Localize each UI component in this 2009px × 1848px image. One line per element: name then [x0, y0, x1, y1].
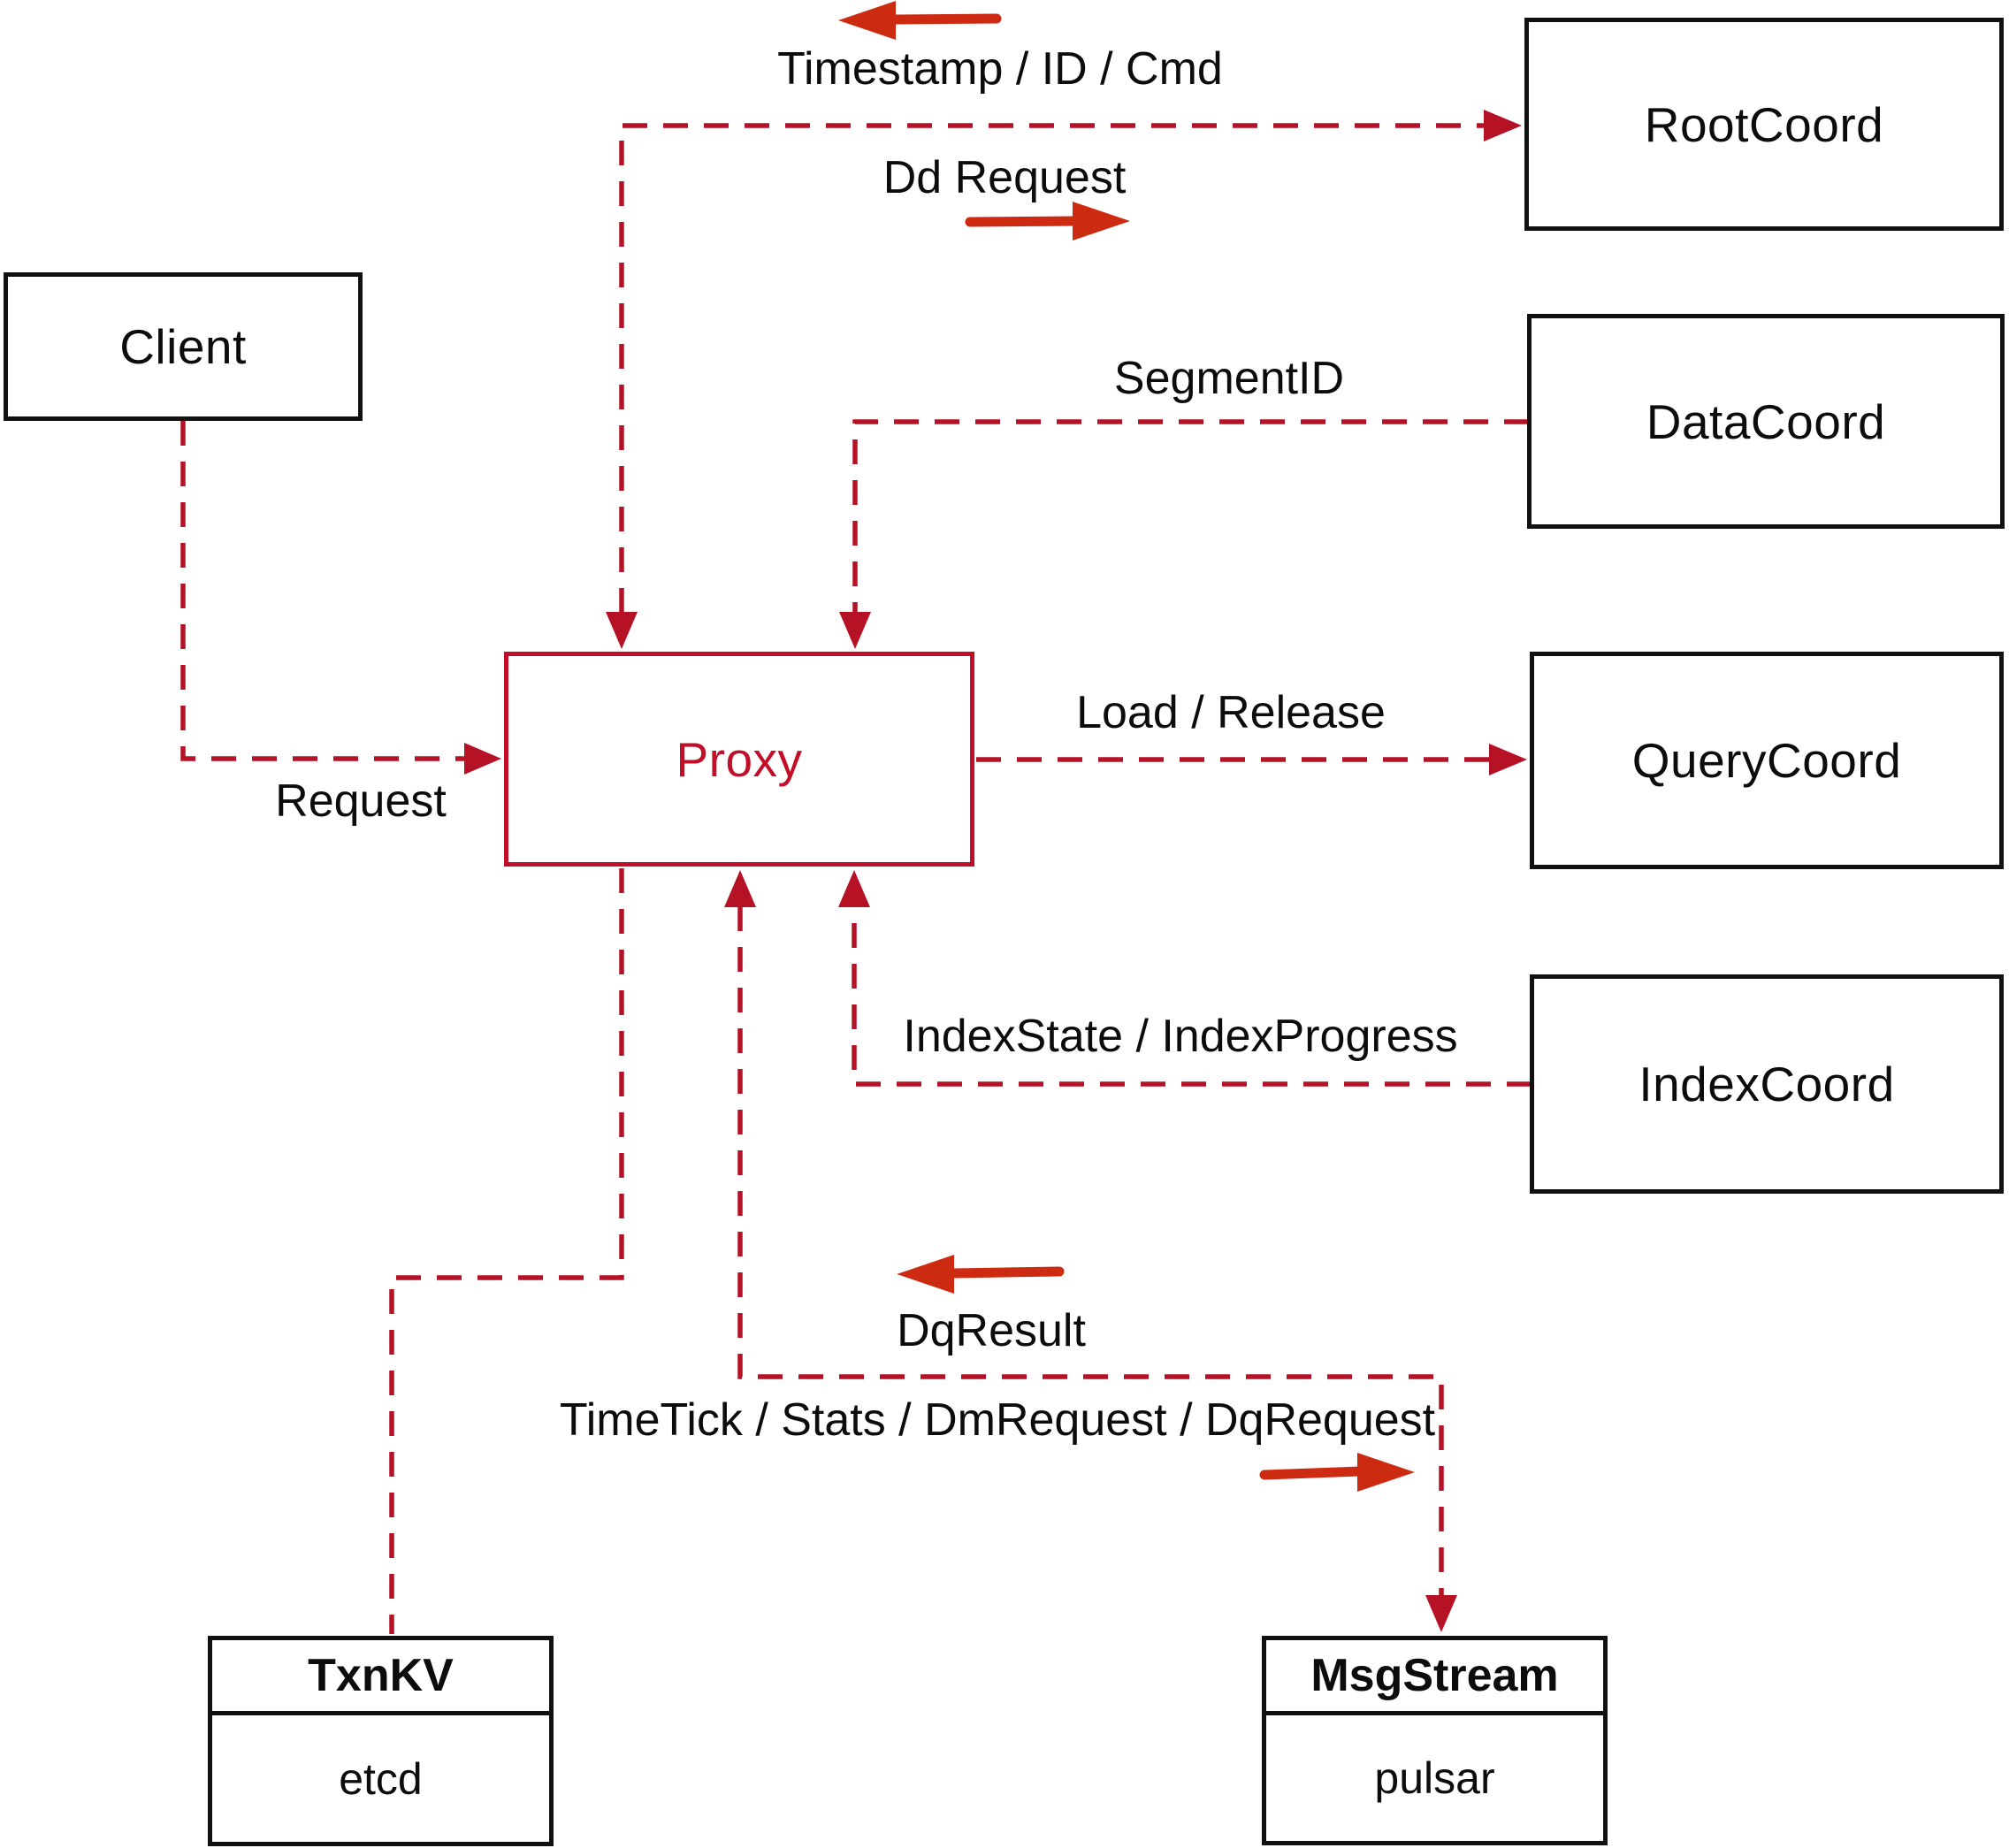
node-querycoord: QueryCoord [1530, 652, 2004, 869]
node-datacoord-label: DataCoord [1646, 393, 1886, 449]
direction-arrow-right-head-timetick [1357, 1453, 1415, 1492]
edge-label-dq-result: DqResult [897, 1305, 1086, 1356]
edge-proxy-txnkv [389, 868, 624, 1634]
arrowhead-into-querycoord [1489, 744, 1527, 775]
node-txnkv: TxnKV etcd [208, 1636, 554, 1846]
arrowhead-into-rootcoord [1484, 110, 1522, 141]
edge-label-index-state-progress: IndexState / IndexProgress [903, 1011, 1458, 1062]
node-msgstream: MsgStream pulsar [1262, 1636, 1608, 1845]
direction-arrow-left-head-dq-result [897, 1255, 954, 1294]
arrowhead-into-proxy-top-left [606, 612, 638, 649]
edge-client-proxy [180, 421, 467, 761]
edge-label-request: Request [275, 775, 447, 827]
arrowhead-into-proxy-bottom-right [838, 870, 870, 907]
edge-label-timetick-stats: TimeTick / Stats / DmRequest / DqRequest [559, 1394, 1436, 1446]
edge-label-load-release: Load / Release [1076, 687, 1386, 738]
direction-arrow-left-shaft-dq-result [948, 1266, 1065, 1279]
direction-arrow-right-shaft-dd-request [965, 216, 1081, 227]
node-rootcoord: RootCoord [1524, 18, 2004, 231]
node-client-label: Client [119, 319, 247, 374]
arrowhead-into-proxy-top-right [839, 612, 871, 649]
node-msgstream-impl: pulsar [1374, 1753, 1495, 1803]
arrowhead-into-msgstream [1425, 1595, 1457, 1632]
node-client: Client [4, 272, 363, 421]
node-txnkv-title: TxnKV [212, 1640, 549, 1715]
node-indexcoord-label: IndexCoord [1639, 1057, 1895, 1111]
edge-proxy-rootcoord [619, 123, 1486, 613]
node-indexcoord: IndexCoord [1530, 974, 2004, 1194]
node-querycoord-label: QueryCoord [1631, 733, 1902, 788]
edge-datacoord-proxy [852, 419, 1529, 613]
node-proxy: Proxy [504, 652, 974, 867]
arrowhead-into-proxy-left [464, 743, 501, 775]
direction-arrow-right-shaft-timetick [1259, 1466, 1365, 1480]
direction-arrow-left-head-timestamp [838, 1, 896, 40]
edge-proxy-msgstream [737, 906, 1444, 1597]
node-datacoord: DataCoord [1527, 314, 2005, 529]
edge-label-dd-request: Dd Request [882, 152, 1127, 203]
node-proxy-label: Proxy [676, 731, 803, 787]
node-msgstream-title: MsgStream [1266, 1640, 1603, 1715]
direction-arrow-right-head-dd-request [1073, 202, 1130, 241]
node-txnkv-impl: etcd [339, 1753, 423, 1804]
edge-label-segment-id: SegmentID [1113, 353, 1345, 404]
edge-indexcoord-proxy [852, 906, 1532, 1087]
arrowhead-into-proxy-bottom-mid [724, 870, 756, 907]
node-rootcoord-label: RootCoord [1644, 96, 1884, 152]
edge-label-timestamp-id-cmd: Timestamp / ID / Cmd [777, 43, 1223, 95]
